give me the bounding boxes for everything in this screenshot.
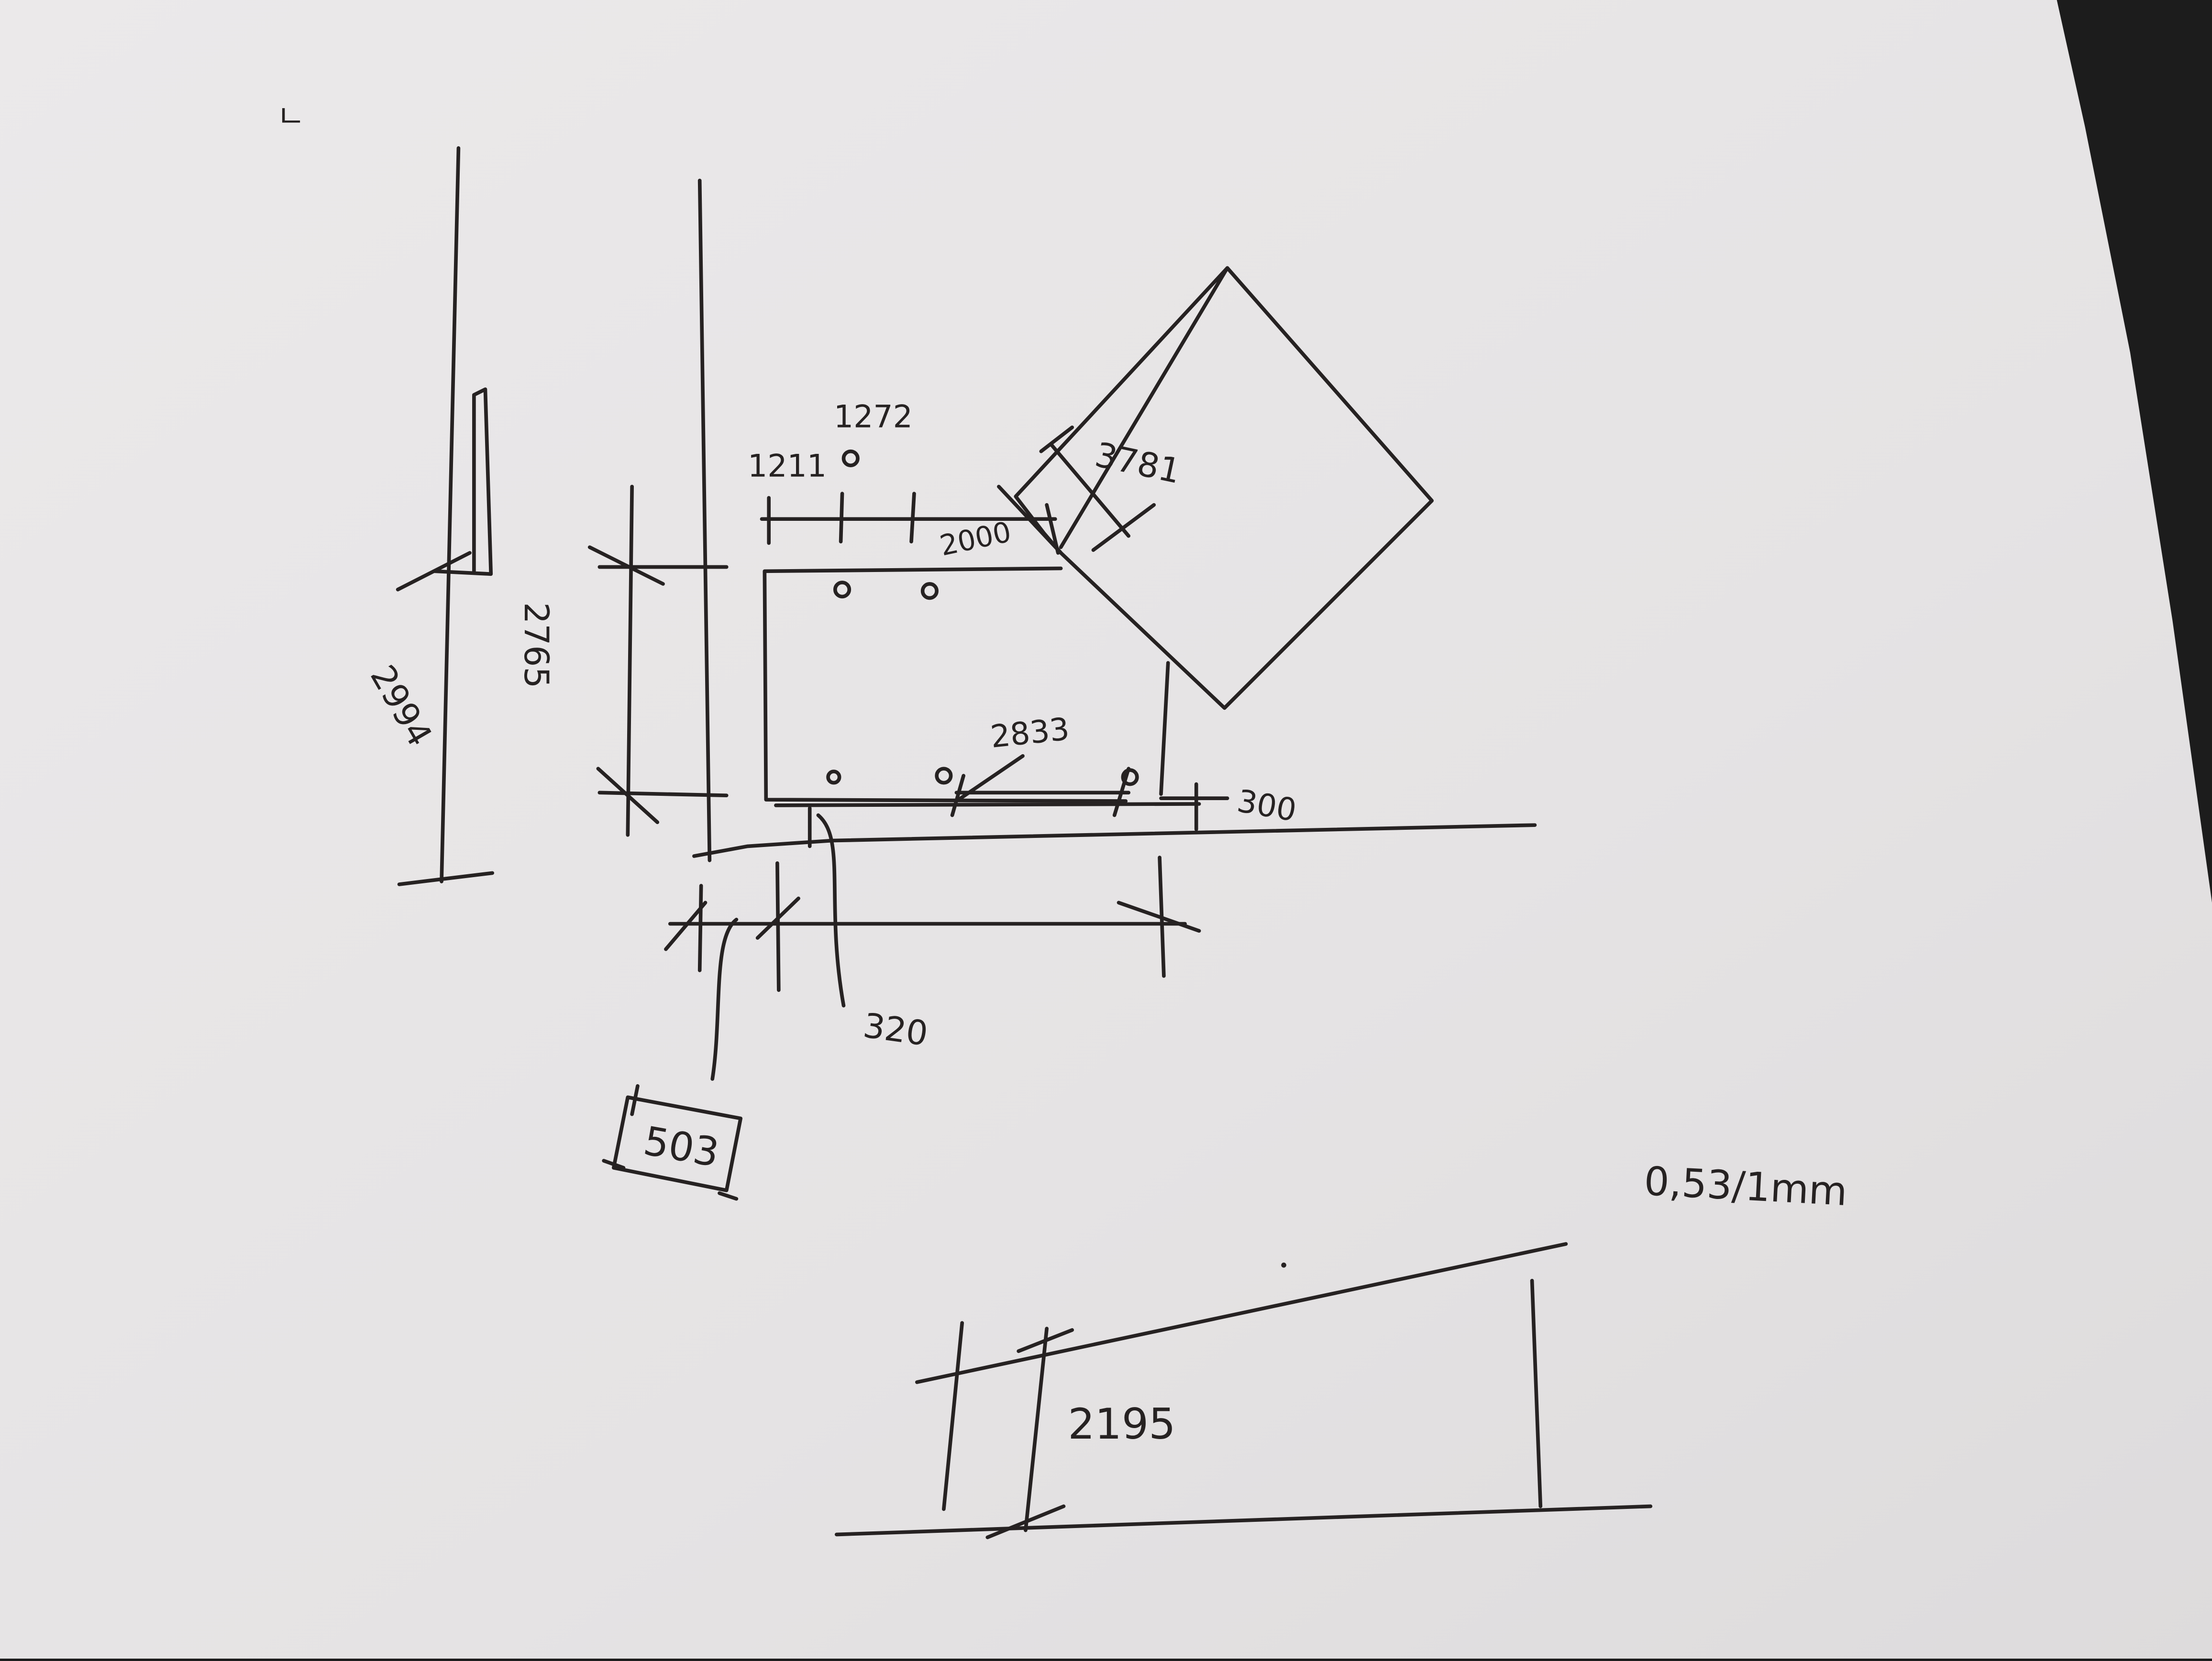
speck	[1281, 1262, 1286, 1268]
left-wall-slot	[432, 387, 493, 576]
label-2765: 2765	[517, 602, 556, 688]
leader-320	[807, 806, 846, 1008]
dim-2195-line	[1024, 1327, 1049, 1532]
hole-label-1272	[841, 449, 860, 467]
dim-2765-ext-bottom	[597, 791, 729, 798]
dim-3781-tick-top	[1039, 425, 1074, 453]
label-corner-mark: ㄴ	[276, 99, 305, 134]
lower-bottom-line	[834, 1504, 1653, 1537]
label-2833: 2833	[989, 711, 1071, 755]
dim-bottom-slash-2	[755, 896, 800, 940]
rectangle-right-edge	[1159, 661, 1170, 796]
dim-2195-tick-top	[1017, 1328, 1074, 1353]
dim-2833-tick-a	[950, 774, 965, 817]
dim-top-tick-3	[909, 492, 916, 544]
ink-drawing	[396, 146, 1653, 1540]
label-2195: 2195	[1068, 1399, 1175, 1449]
box-503-ext-2	[602, 1159, 626, 1170]
tick-2994-top	[396, 551, 472, 592]
box-503	[611, 1095, 743, 1192]
label-1211: 1211	[748, 449, 827, 484]
wall-line	[697, 178, 712, 862]
dim-bottom-slash-1	[664, 901, 708, 951]
left-wall-line	[440, 146, 461, 883]
dim-top-tick-2	[839, 492, 844, 544]
leader-503	[710, 917, 739, 1081]
main-rectangle	[763, 566, 1128, 803]
dim-3781-line	[1049, 442, 1131, 538]
box-503-ext-1	[630, 1084, 640, 1116]
dim-3781-tick-bottom	[1091, 503, 1156, 552]
dim-bottom-tick-2	[775, 861, 781, 992]
dim-bottom-slash-3	[1117, 901, 1201, 933]
label-scale-note: 0,53/1mm	[1643, 1158, 1848, 1215]
dim-2833-leader	[954, 754, 1025, 803]
dim-bottom-tick-1	[697, 884, 703, 972]
dim-2833-tick-b	[1112, 767, 1131, 817]
dim-2765-tick-bottom	[596, 767, 660, 825]
hole-3	[826, 770, 841, 785]
rectangle-bottom-ext	[774, 802, 1201, 807]
dim-2195-tick-bottom	[985, 1504, 1066, 1540]
label-320: 320	[861, 1005, 930, 1054]
lower-left-edge	[942, 1321, 964, 1511]
label-1272: 1272	[834, 399, 913, 435]
floor-line	[692, 823, 1537, 858]
tick-2994-bottom	[397, 871, 495, 886]
lower-top-line	[915, 1242, 1568, 1384]
hole-2	[920, 582, 939, 600]
square-stub	[997, 484, 1063, 555]
hole-1	[833, 581, 852, 599]
square-left-edge	[1059, 266, 1229, 550]
lower-right-edge	[1530, 1278, 1543, 1508]
dim-2765-tick-top	[587, 545, 665, 586]
hole-4	[935, 767, 953, 785]
box-503-ext-3	[718, 1191, 739, 1201]
dim-2765-line	[626, 484, 634, 837]
